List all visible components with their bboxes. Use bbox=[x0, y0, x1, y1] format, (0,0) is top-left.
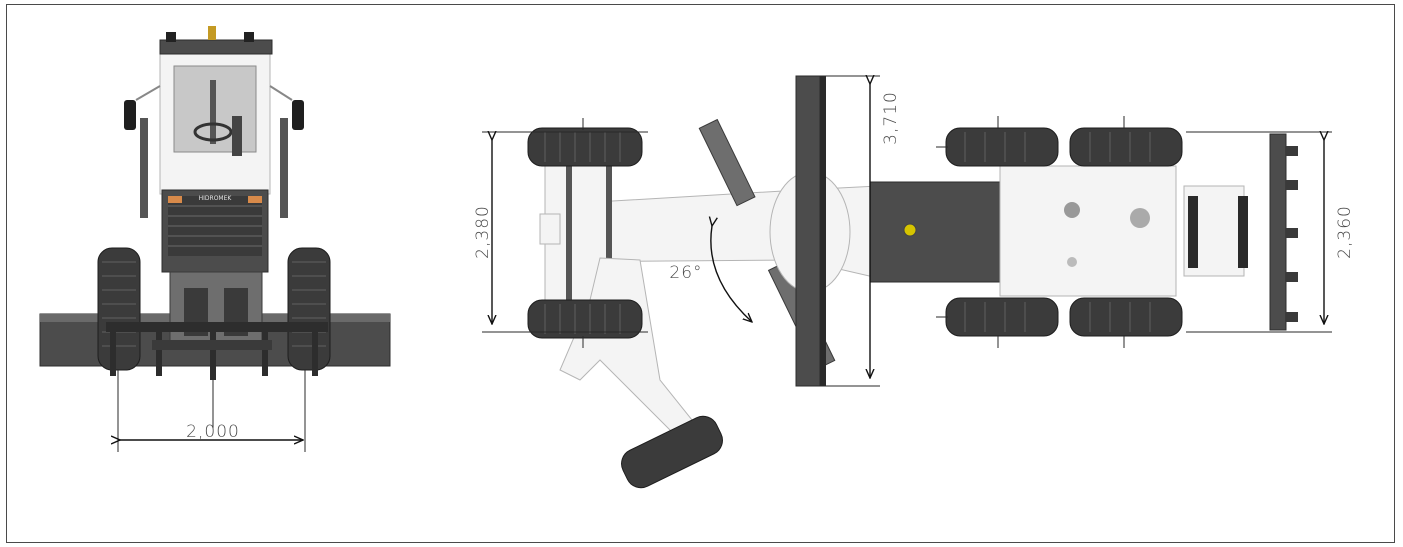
left-mirror bbox=[124, 100, 136, 130]
front-axle-dimension: 2,380 bbox=[473, 132, 648, 333]
moldboard bbox=[795, 75, 821, 387]
front-axle-width-label: 2,380 bbox=[473, 205, 493, 259]
blade-width-dimension: 3,710 bbox=[800, 76, 901, 387]
ripper-bar bbox=[106, 322, 328, 332]
track-width-dimension: 2,000 bbox=[118, 370, 306, 452]
front-right-tire bbox=[287, 247, 331, 371]
engine-hood bbox=[999, 165, 1177, 297]
right-mirror bbox=[292, 100, 304, 130]
top-view-grader bbox=[527, 75, 1298, 489]
rear-ripper-bar bbox=[1269, 133, 1287, 331]
wheel-center-lines bbox=[582, 116, 1125, 348]
rear-left-front-tire bbox=[945, 127, 1059, 167]
front-bottom-tire bbox=[527, 299, 643, 339]
track-width-label: 2,000 bbox=[186, 422, 240, 442]
front-view-grader: HIDROMEK bbox=[39, 26, 391, 380]
steer-angle-label: 26° bbox=[669, 263, 702, 283]
brand-logo: HIDROMEK bbox=[199, 195, 233, 202]
cab-roof bbox=[869, 181, 1001, 283]
rear-left-back-tire bbox=[1069, 127, 1183, 167]
rear-width-label: 2,360 bbox=[1335, 205, 1355, 259]
rear-right-back-tire bbox=[1069, 297, 1183, 337]
rear-right-front-tire bbox=[945, 297, 1059, 337]
rear-width-dimension: 2,360 bbox=[1186, 132, 1355, 333]
front-left-tire bbox=[97, 247, 141, 371]
front-top-tire bbox=[527, 127, 643, 167]
blade-width-label: 3,710 bbox=[881, 91, 901, 145]
turned-front-tire bbox=[621, 415, 723, 489]
blade-ghost-upper bbox=[698, 118, 756, 207]
steer-angle-dimension: 26° bbox=[669, 226, 752, 322]
